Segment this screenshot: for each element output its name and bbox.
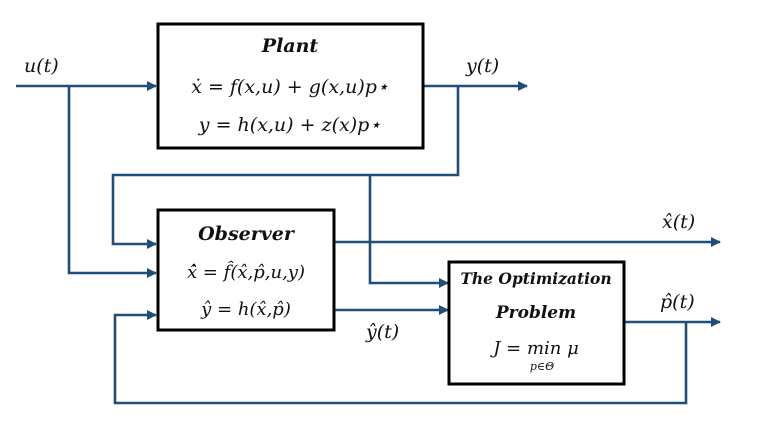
optimization-block: The Optimization Problem J = min μ p∈Θ xyxy=(447,260,626,386)
observer-block: Observer x̂̇ = f̂(x̂,p̂,u,y) ŷ = h(x̂,p̂… xyxy=(156,208,336,332)
wire-parameter-feedback xyxy=(113,310,688,405)
plant-output-equation: y = h(x,u) + z(x)p⋆ xyxy=(198,114,381,136)
optimization-title-line1: The Optimization xyxy=(460,269,611,288)
wire-output-to-observer xyxy=(111,86,460,249)
observer-state-equation: x̂̇ = f̂(x̂,p̂,u,y) xyxy=(187,260,305,283)
wire-input-to-observer xyxy=(67,86,157,278)
plant-state-equation: ẋ = f(x,u) + g(x,u)p⋆ xyxy=(191,76,389,98)
optimization-title-line2: Problem xyxy=(495,303,576,323)
optimization-constraint-subscript: p∈Θ xyxy=(530,360,554,373)
observer-output-equation: ŷ = h(x̂,p̂) xyxy=(200,299,291,320)
observer-title: Observer xyxy=(198,223,296,245)
label-input-signal: u(t) xyxy=(24,55,59,77)
label-output-signal: y(t) xyxy=(465,55,499,77)
label-state-estimate: x̂(t) xyxy=(662,211,695,233)
plant-block: Plant ẋ = f(x,u) + g(x,u)p⋆ y = h(x,u) +… xyxy=(156,22,425,150)
label-parameter-estimate: p̂(t) xyxy=(660,291,695,313)
optimization-cost-equation: J = min μ xyxy=(489,338,579,359)
plant-title: Plant xyxy=(261,35,319,57)
label-output-estimate: ŷ(t) xyxy=(365,321,399,343)
wire-output-to-optimization xyxy=(368,175,449,288)
